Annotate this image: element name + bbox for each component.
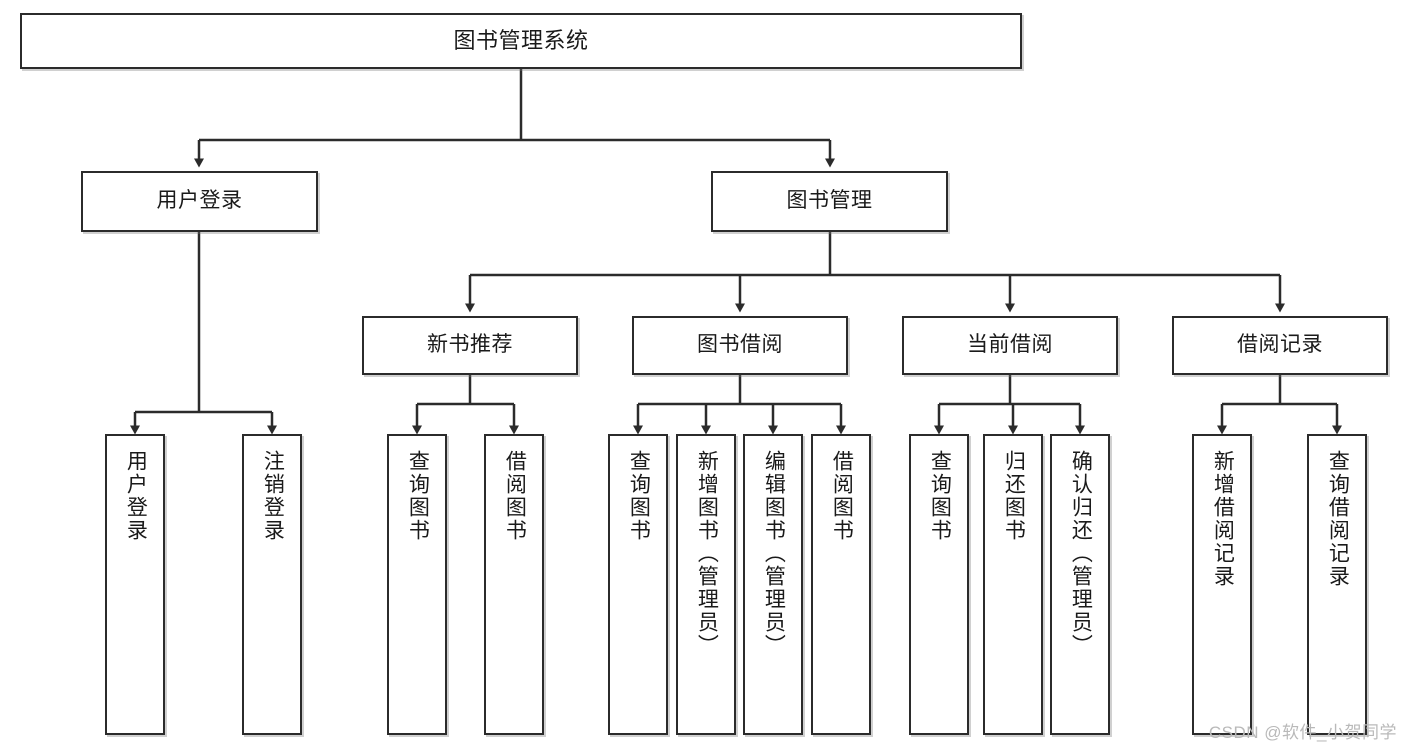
node-leaf-recommend-borrow-book[interactable]: 借阅图书 [484, 434, 544, 735]
node-label: 查询图书 [928, 450, 952, 542]
node-leaf-user-logout[interactable]: 注销登录 [242, 434, 302, 735]
node-label: 查询图书 [627, 450, 651, 542]
node-new-book-recommend[interactable]: 新书推荐 [362, 316, 578, 375]
csdn-watermark: CSDN @软件_小贺同学 [1208, 723, 1397, 742]
node-label: 用户登录 [124, 450, 148, 542]
node-book-management-system[interactable]: 图书管理系统 [20, 13, 1022, 69]
node-leaf-current-query-book[interactable]: 查询图书 [909, 434, 969, 735]
node-label: 查询图书 [406, 450, 430, 542]
node-label: 当前借阅 [967, 333, 1053, 357]
node-leaf-current-confirm-return[interactable]: 确认归还（管理员） [1050, 434, 1110, 735]
node-label: 图书管理系统 [453, 28, 589, 54]
node-label: 归还图书 [1002, 450, 1026, 542]
node-leaf-current-return-book[interactable]: 归还图书 [983, 434, 1043, 735]
node-borrow-records[interactable]: 借阅记录 [1172, 316, 1388, 375]
node-leaf-recommend-query-book[interactable]: 查询图书 [387, 434, 447, 735]
node-label: 新增图书（管理员） [695, 450, 719, 657]
node-label: 借阅图书 [830, 450, 854, 542]
node-label: 借阅记录 [1237, 333, 1323, 357]
node-leaf-borrow-query-book[interactable]: 查询图书 [608, 434, 668, 735]
node-label: 新增借阅记录 [1211, 450, 1235, 588]
node-leaf-records-query-record[interactable]: 查询借阅记录 [1307, 434, 1367, 735]
node-book-management[interactable]: 图书管理 [711, 171, 948, 232]
node-leaf-user-login[interactable]: 用户登录 [105, 434, 165, 735]
node-leaf-borrow-edit-book[interactable]: 编辑图书（管理员） [743, 434, 803, 735]
node-leaf-borrow-borrow-book[interactable]: 借阅图书 [811, 434, 871, 735]
node-label: 新书推荐 [427, 333, 513, 357]
node-leaf-records-add-record[interactable]: 新增借阅记录 [1192, 434, 1252, 735]
node-label: 图书管理 [786, 189, 873, 213]
node-label: 图书借阅 [697, 333, 783, 357]
node-label: 注销登录 [261, 450, 285, 542]
node-current-borrow[interactable]: 当前借阅 [902, 316, 1118, 375]
node-label: 确认归还（管理员） [1069, 450, 1093, 657]
node-leaf-borrow-add-book[interactable]: 新增图书（管理员） [676, 434, 736, 735]
node-label: 编辑图书（管理员） [762, 450, 786, 657]
node-label: 用户登录 [156, 189, 243, 213]
node-book-borrow[interactable]: 图书借阅 [632, 316, 848, 375]
node-label: 借阅图书 [503, 450, 527, 542]
node-label: 查询借阅记录 [1326, 450, 1350, 588]
node-user-login[interactable]: 用户登录 [81, 171, 318, 232]
